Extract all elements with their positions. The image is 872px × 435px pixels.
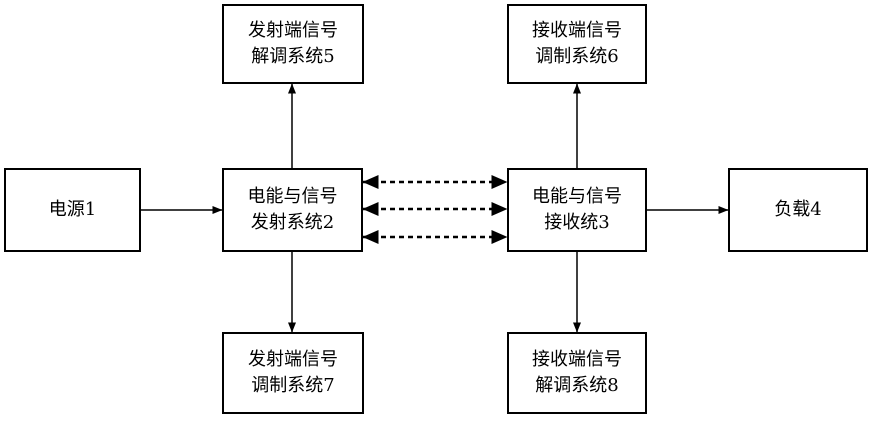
node-label-line: 解调系统8 xyxy=(535,373,618,399)
node-label-line: 电能与信号 xyxy=(532,184,622,210)
node-label-line: 发射端信号 xyxy=(248,18,338,44)
node-label-line: 调制系统6 xyxy=(535,44,618,70)
power-source-box: 电源1 xyxy=(4,168,141,252)
node-label-line: 发射端信号 xyxy=(248,347,338,373)
node-label-line: 电源1 xyxy=(49,197,96,223)
receiver-box: 电能与信号 接收统3 xyxy=(507,168,647,252)
tx-demodulation-box: 发射端信号 解调系统5 xyxy=(222,4,364,84)
node-label-line: 电能与信号 xyxy=(248,184,338,210)
node-label-line: 接收端信号 xyxy=(532,347,622,373)
node-label-line: 接收端信号 xyxy=(532,18,622,44)
rx-demodulation-box: 接收端信号 解调系统8 xyxy=(507,332,647,414)
rx-modulation-box: 接收端信号 调制系统6 xyxy=(507,4,647,84)
transmitter-box: 电能与信号 发射系统2 xyxy=(222,168,363,252)
node-label-line: 接收统3 xyxy=(544,210,609,236)
node-label-line: 负载4 xyxy=(774,197,821,223)
load-box: 负载4 xyxy=(728,168,868,252)
tx-modulation-box: 发射端信号 调制系统7 xyxy=(222,332,364,414)
node-label-line: 解调系统5 xyxy=(251,44,334,70)
node-label-line: 调制系统7 xyxy=(251,373,334,399)
node-label-line: 发射系统2 xyxy=(251,210,334,236)
